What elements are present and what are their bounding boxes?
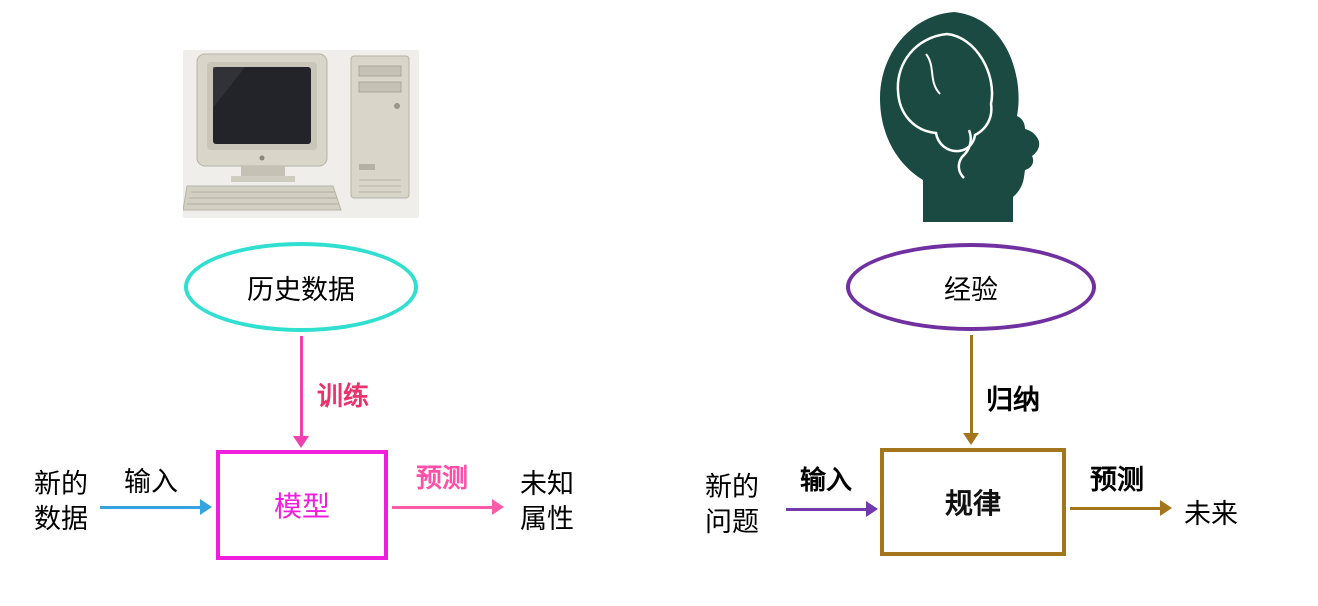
predict-arrow-shaft: [392, 505, 495, 509]
model-box: 模型: [216, 450, 388, 560]
brain-fold-line: [925, 53, 941, 95]
monitor-screen: [213, 67, 311, 144]
input-arrowhead-icon: [866, 501, 878, 517]
predict-label-left: 预测: [416, 464, 469, 494]
predict-arrow-shaft: [1070, 506, 1163, 510]
tower-badge: [359, 164, 375, 170]
input-label-left: 输入: [124, 467, 178, 498]
input-arrow-shaft: [100, 505, 203, 509]
induction-arrow: [963, 335, 979, 445]
screen-glare: [213, 67, 245, 108]
tower-drive-1: [358, 65, 402, 77]
train-label: 训练: [317, 382, 370, 412]
predict-arrowhead-icon: [1160, 500, 1172, 516]
tower-button: [394, 103, 400, 109]
computer-icon: [183, 50, 419, 218]
monitor-base: [231, 176, 295, 182]
induction-arrowhead-icon: [963, 433, 979, 445]
input-arrow-shaft: [786, 507, 869, 511]
train-arrowhead-icon: [293, 436, 309, 448]
tower-drive-2: [358, 81, 402, 93]
future-label: 未来: [1184, 499, 1238, 530]
new-problem-label: 新的 问题: [705, 472, 759, 538]
history-data-label: 历史数据: [247, 274, 355, 306]
brain-stem-line: [957, 129, 972, 179]
rule-box: 规律: [880, 448, 1066, 556]
tower-body: [350, 55, 410, 199]
history-data-ellipse: 历史数据: [184, 242, 418, 332]
input-label-right: 输入: [800, 466, 853, 496]
predict-arrowhead-icon: [492, 499, 504, 515]
head-silhouette: [880, 12, 1040, 222]
induction-label: 归纳: [986, 385, 1040, 416]
rule-label: 规律: [944, 487, 1001, 520]
monitor-stand: [241, 166, 285, 176]
predict-arrow-right: [1070, 500, 1172, 516]
monitor-logo: [259, 155, 265, 161]
unknown-attribute-label: 未知 属性: [520, 469, 574, 535]
head-icon: [880, 12, 1040, 222]
train-arrow-shaft: [299, 336, 303, 439]
experience-label: 经验: [944, 274, 998, 306]
predict-arrow-left: [392, 499, 504, 515]
input-arrow-right: [786, 501, 878, 517]
input-arrow-left: [100, 499, 212, 515]
model-label: 模型: [273, 490, 330, 523]
experience-ellipse: 经验: [846, 243, 1096, 331]
brain-outline-icon: [896, 32, 994, 153]
predict-label-right: 预测: [1090, 465, 1144, 496]
input-arrowhead-icon: [200, 499, 212, 515]
new-data-label: 新的 数据: [34, 469, 88, 535]
induction-arrow-shaft: [969, 335, 973, 436]
train-arrow: [293, 336, 309, 448]
